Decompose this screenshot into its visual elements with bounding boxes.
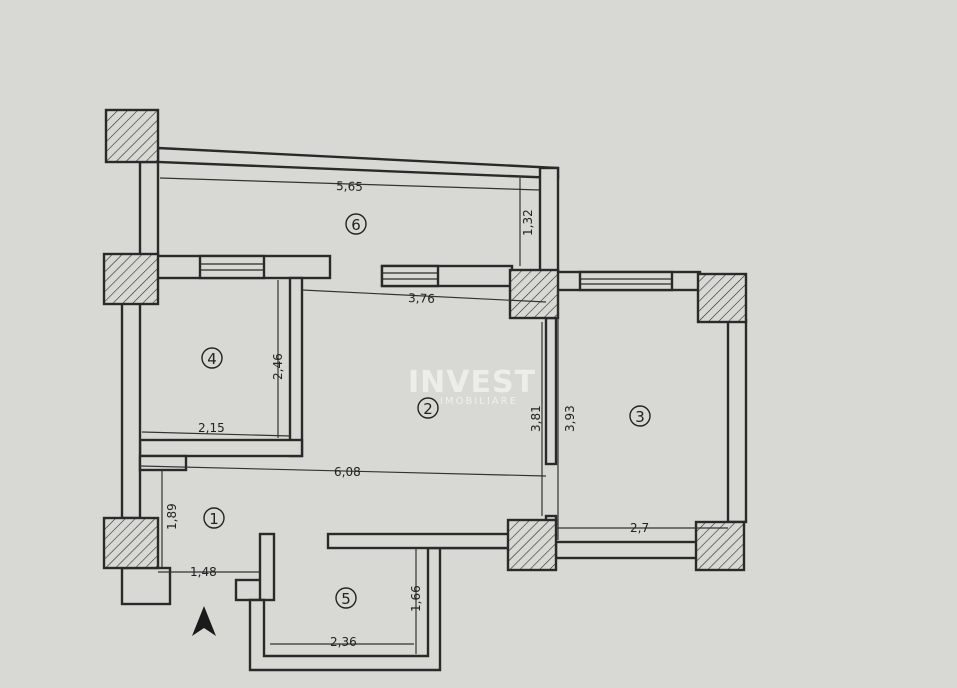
wall-bath-left-v — [258, 532, 276, 602]
wall-left-lower — [120, 566, 172, 606]
wall-divider-2-3 — [544, 316, 558, 466]
svg-text:2: 2 — [423, 400, 433, 418]
svg-text:1: 1 — [209, 510, 219, 528]
dim-2-46: 2,46 — [271, 353, 285, 380]
wall-room3-bottom — [554, 540, 700, 560]
svg-text:4: 4 — [207, 350, 217, 368]
dim-3-81: 3,81 — [529, 405, 543, 432]
watermark-main: INVEST — [408, 365, 536, 400]
watermark-sub: IMOBILIARE — [440, 396, 518, 407]
dim-2-36: 2,36 — [330, 635, 357, 649]
dim-1-48: 1,48 — [190, 565, 217, 579]
wall-left-balcony — [138, 160, 160, 258]
dim-2-15: 2,15 — [198, 421, 225, 435]
wall-room4-right — [288, 276, 304, 458]
wall-right-balcony — [538, 166, 560, 274]
walls — [120, 146, 748, 672]
svg-text:5: 5 — [341, 590, 351, 608]
north-arrow-icon — [192, 606, 216, 636]
window-room3 — [578, 270, 674, 292]
dimension-labels: 5,65 1,32 3,76 2,46 2,15 6,08 3,81 3,93 … — [165, 179, 649, 649]
room-4-label: 4 — [201, 347, 223, 369]
watermark: INVEST IMOBILIARE — [408, 365, 536, 407]
svg-text:3: 3 — [635, 408, 645, 426]
pillar-bottom-left — [102, 516, 160, 570]
wall-room3-right — [726, 318, 748, 524]
windows — [198, 254, 674, 292]
wall-left-outer — [120, 300, 142, 520]
dim-1-32: 1,32 — [521, 209, 535, 236]
pillar-mid-left — [102, 252, 160, 306]
dim-1-89: 1,89 — [165, 503, 179, 530]
wall-bathroom-top — [326, 532, 514, 550]
pillar-center — [508, 268, 560, 320]
room-6-label: 6 — [345, 213, 367, 235]
dim-1-66: 1,66 — [409, 585, 423, 612]
window-balcony-door — [380, 264, 440, 288]
wall-bathroom-outer — [248, 534, 514, 672]
wall-room4-bottom — [138, 438, 304, 458]
window-room4 — [198, 254, 266, 280]
pillar-top-left — [104, 108, 160, 164]
wall-bath-left — [234, 578, 264, 602]
dim-2-7: 2,7 — [630, 521, 649, 535]
wall-top-balcony — [156, 146, 560, 180]
room-1-label: 1 — [203, 507, 225, 529]
dim-6-08: 6,08 — [334, 465, 361, 479]
room-2-label: 2 — [417, 397, 439, 419]
pillar-right-bottom — [694, 520, 746, 572]
dim-3-76: 3,76 — [408, 291, 435, 306]
dim-3-93: 3,93 — [563, 405, 577, 432]
room-3-label: 3 — [629, 405, 651, 427]
dimension-lines — [139, 177, 728, 654]
dim-5-65: 5,65 — [336, 179, 363, 194]
wall-room1-stub — [138, 454, 188, 472]
svg-text:6: 6 — [351, 216, 361, 234]
pillar-right-top — [696, 272, 748, 324]
room-5-label: 5 — [335, 587, 357, 609]
room-labels: 6 4 2 3 1 5 — [201, 213, 651, 609]
pillar-bottom-center — [506, 518, 558, 572]
